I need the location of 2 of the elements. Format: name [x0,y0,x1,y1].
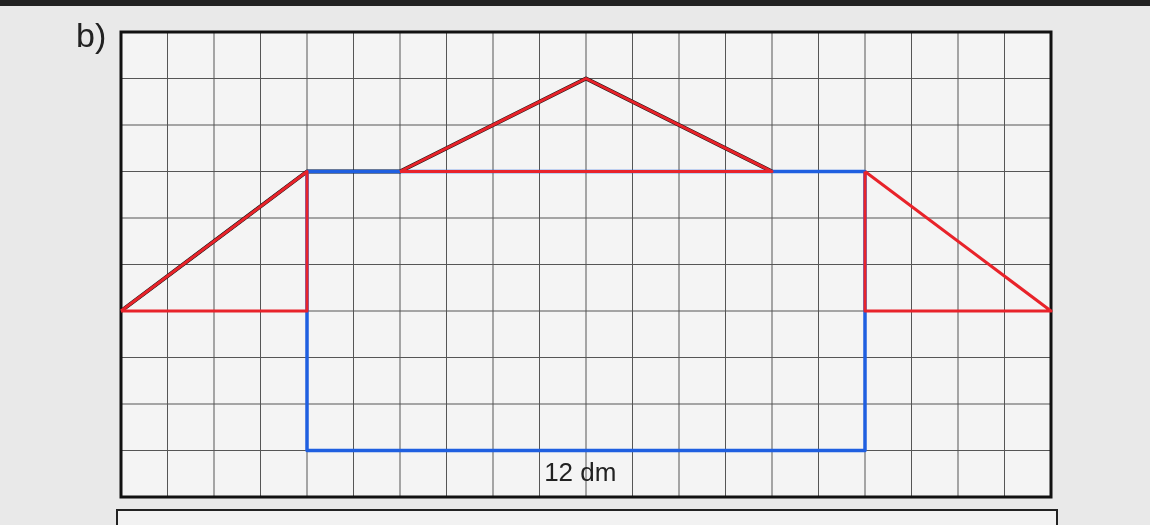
part-label: b) [76,16,107,55]
dimension-label: 12 dm [544,457,617,489]
